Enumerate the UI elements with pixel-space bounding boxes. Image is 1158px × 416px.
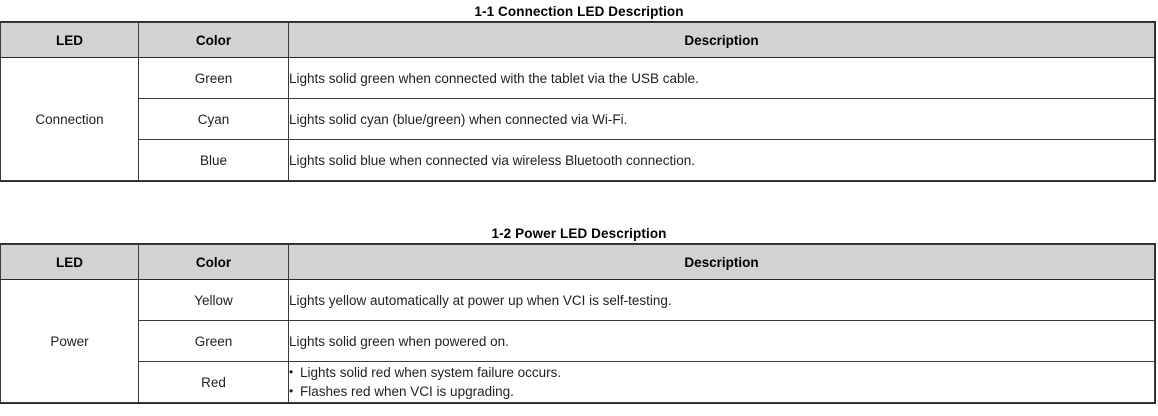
color-value: Green bbox=[138, 320, 289, 362]
description-text: Lights yellow automatically at power up … bbox=[289, 292, 672, 308]
column-header-color: Color bbox=[138, 244, 289, 280]
description-bullet-item: Flashes red when VCI is upgrading. bbox=[289, 382, 1154, 401]
column-header-color: Color bbox=[138, 22, 289, 58]
description-text: Lights solid blue when connected via wir… bbox=[289, 152, 696, 168]
power-led-table: LED Color Description Power Yellow Light… bbox=[0, 243, 1156, 404]
description-text: Lights solid green when connected with t… bbox=[289, 70, 699, 86]
column-header-led: LED bbox=[0, 244, 139, 280]
led-group-label-connection: Connection bbox=[0, 57, 139, 181]
table-header-row: LED Color Description bbox=[0, 22, 1155, 58]
connection-led-table: LED Color Description Connection Green L… bbox=[0, 21, 1156, 182]
table-row: Cyan Lights solid cyan (blue/green) when… bbox=[1, 98, 1155, 140]
section-power-led: 1-2 Power LED Description LED Color Desc… bbox=[0, 226, 1158, 404]
description-bullet-list: Lights solid red when system failure occ… bbox=[289, 363, 1154, 401]
description-text: Lights solid green when powered on. bbox=[289, 333, 509, 349]
column-header-description: Description bbox=[288, 22, 1155, 58]
description-text: Lights solid cyan (blue/green) when conn… bbox=[289, 111, 628, 127]
color-value: Cyan bbox=[138, 98, 289, 140]
description-value: Lights solid cyan (blue/green) when conn… bbox=[288, 98, 1155, 140]
section-connection-led: 1-1 Connection LED Description LED Color… bbox=[0, 4, 1158, 182]
color-value: Blue bbox=[138, 139, 289, 181]
description-value: Lights solid green when powered on. bbox=[288, 320, 1155, 362]
table-header-row: LED Color Description bbox=[0, 244, 1155, 280]
column-header-description: Description bbox=[288, 244, 1155, 280]
description-value: Lights solid green when connected with t… bbox=[288, 57, 1155, 99]
table-row: Power Yellow Lights yellow automatically… bbox=[0, 279, 1155, 403]
led-group-label-power: Power bbox=[0, 279, 139, 403]
description-value: Lights yellow automatically at power up … bbox=[288, 279, 1155, 321]
table-title-connection: 1-1 Connection LED Description bbox=[474, 4, 684, 19]
table-row: Connection Green Lights solid green when… bbox=[0, 57, 1155, 181]
column-header-led: LED bbox=[0, 22, 139, 58]
description-bullet-item: Lights solid red when system failure occ… bbox=[289, 363, 1154, 382]
description-value: Lights solid blue when connected via wir… bbox=[288, 139, 1155, 181]
color-value: Green bbox=[138, 57, 289, 99]
table-row: Blue Lights solid blue when connected vi… bbox=[1, 139, 1155, 181]
table-row: Red Lights solid red when system failure… bbox=[1, 361, 1155, 403]
table-title-power: 1-2 Power LED Description bbox=[491, 226, 667, 241]
table-row: Green Lights solid green when powered on… bbox=[1, 320, 1155, 362]
color-value: Yellow bbox=[138, 279, 289, 321]
color-value: Red bbox=[138, 361, 289, 403]
description-value: Lights solid red when system failure occ… bbox=[288, 361, 1155, 403]
